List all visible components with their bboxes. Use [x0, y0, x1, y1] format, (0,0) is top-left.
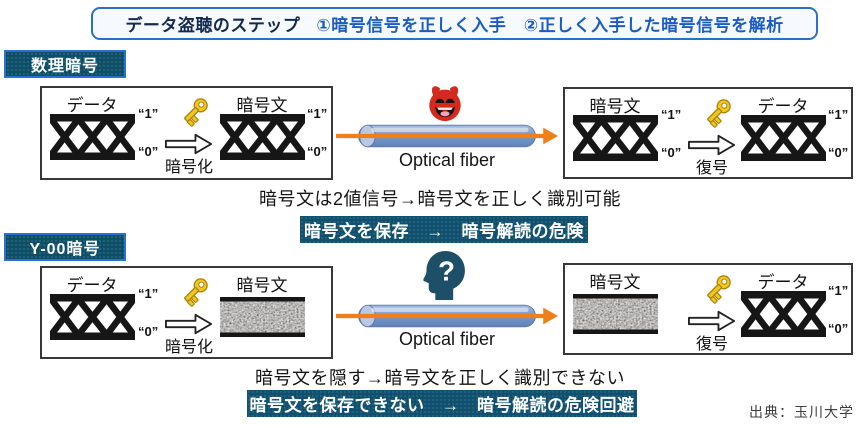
noise-band-icon [220, 297, 305, 337]
eye-diagram-icon [50, 294, 135, 340]
key-icon [701, 96, 734, 129]
row2-rx-data-label: データ [757, 273, 809, 292]
bit-zero-label: “0” [138, 144, 159, 159]
section-label-mathematical-cipher: 数理暗号 [4, 50, 126, 78]
row1-encrypt-op-label: 暗号化 [164, 159, 213, 176]
optical-fiber-icon [336, 302, 558, 330]
bit-one-label: “1” [138, 106, 159, 121]
bit-one-label: “1” [307, 106, 328, 121]
row1-tx-data-label: データ [66, 96, 118, 115]
row2-caption: 暗号文を隠す→暗号文を正しく識別できない [255, 368, 625, 388]
row2-decrypt-box: 暗号文 復号 データ “1” “0” [563, 263, 853, 355]
noise-band-icon [573, 294, 658, 334]
optical-fiber-icon [336, 122, 558, 150]
row2-encrypt-op-label: 暗号化 [164, 339, 213, 356]
row2-rx-cipher-label: 暗号文 [589, 273, 641, 292]
confused-head-icon [420, 249, 467, 302]
row1-fiber-label: Optical fiber [398, 150, 496, 170]
row1-decrypt-box: 暗号文 “1” “0” 復号 データ “1” “0” [563, 87, 853, 179]
source-credit: 出典：玉川大学 [749, 404, 854, 420]
row1-caption: 暗号文は2値信号→暗号文を正しく識別可能 [258, 189, 621, 209]
key-icon [178, 275, 211, 308]
banner-steps: ①暗号信号を正しく入手 ②正しく入手した暗号信号を解析 [316, 16, 784, 35]
row1-tx-cipher-label: 暗号文 [236, 96, 288, 115]
row1-rx-cipher-label: 暗号文 [589, 97, 641, 116]
eye-diagram-icon [573, 115, 658, 161]
key-icon [701, 272, 734, 305]
row1-decrypt-op-label: 復号 [695, 160, 728, 177]
bit-zero-label: “0” [307, 144, 328, 159]
eye-diagram-icon [741, 291, 826, 337]
banner-title: データ盗聴のステップ [125, 16, 301, 35]
bit-one-label: “1” [828, 107, 849, 122]
bit-zero-label: “0” [828, 321, 849, 336]
row2-encrypt-box: データ “1” “0” 暗号化 暗号文 [40, 266, 333, 359]
eavesdropper-devil-icon [423, 83, 467, 123]
bit-zero-label: “0” [828, 145, 849, 160]
row2-verdict-bar: 暗号文を保存できない → 暗号解読の危険回避 [247, 390, 637, 417]
eye-diagram-icon [741, 115, 826, 161]
eye-diagram-icon [50, 114, 135, 160]
row1-encrypt-box: データ “1” “0” 暗号化 暗号文 “1” “0” [40, 86, 333, 180]
row2-fiber-label: Optical fiber [398, 329, 496, 349]
row2-tx-cipher-label: 暗号文 [236, 276, 288, 295]
row1-verdict-bar: 暗号文を保存 → 暗号解読の危険 [300, 216, 588, 243]
bit-one-label: “1” [138, 286, 159, 301]
bit-one-label: “1” [828, 283, 849, 298]
row2-decrypt-op-label: 復号 [695, 336, 728, 353]
row2-tx-data-label: データ [66, 276, 118, 295]
key-icon [178, 95, 211, 128]
eye-diagram-icon [220, 114, 305, 160]
row1-rx-data-label: データ [757, 97, 809, 116]
bit-zero-label: “0” [138, 324, 159, 339]
eavesdropping-steps-banner: データ盗聴のステップ ①暗号信号を正しく入手 ②正しく入手した暗号信号を解析 [91, 7, 818, 40]
bit-zero-label: “0” [661, 145, 682, 160]
section-label-y00-cipher: Y-00暗号 [4, 233, 126, 261]
bit-one-label: “1” [661, 107, 682, 122]
